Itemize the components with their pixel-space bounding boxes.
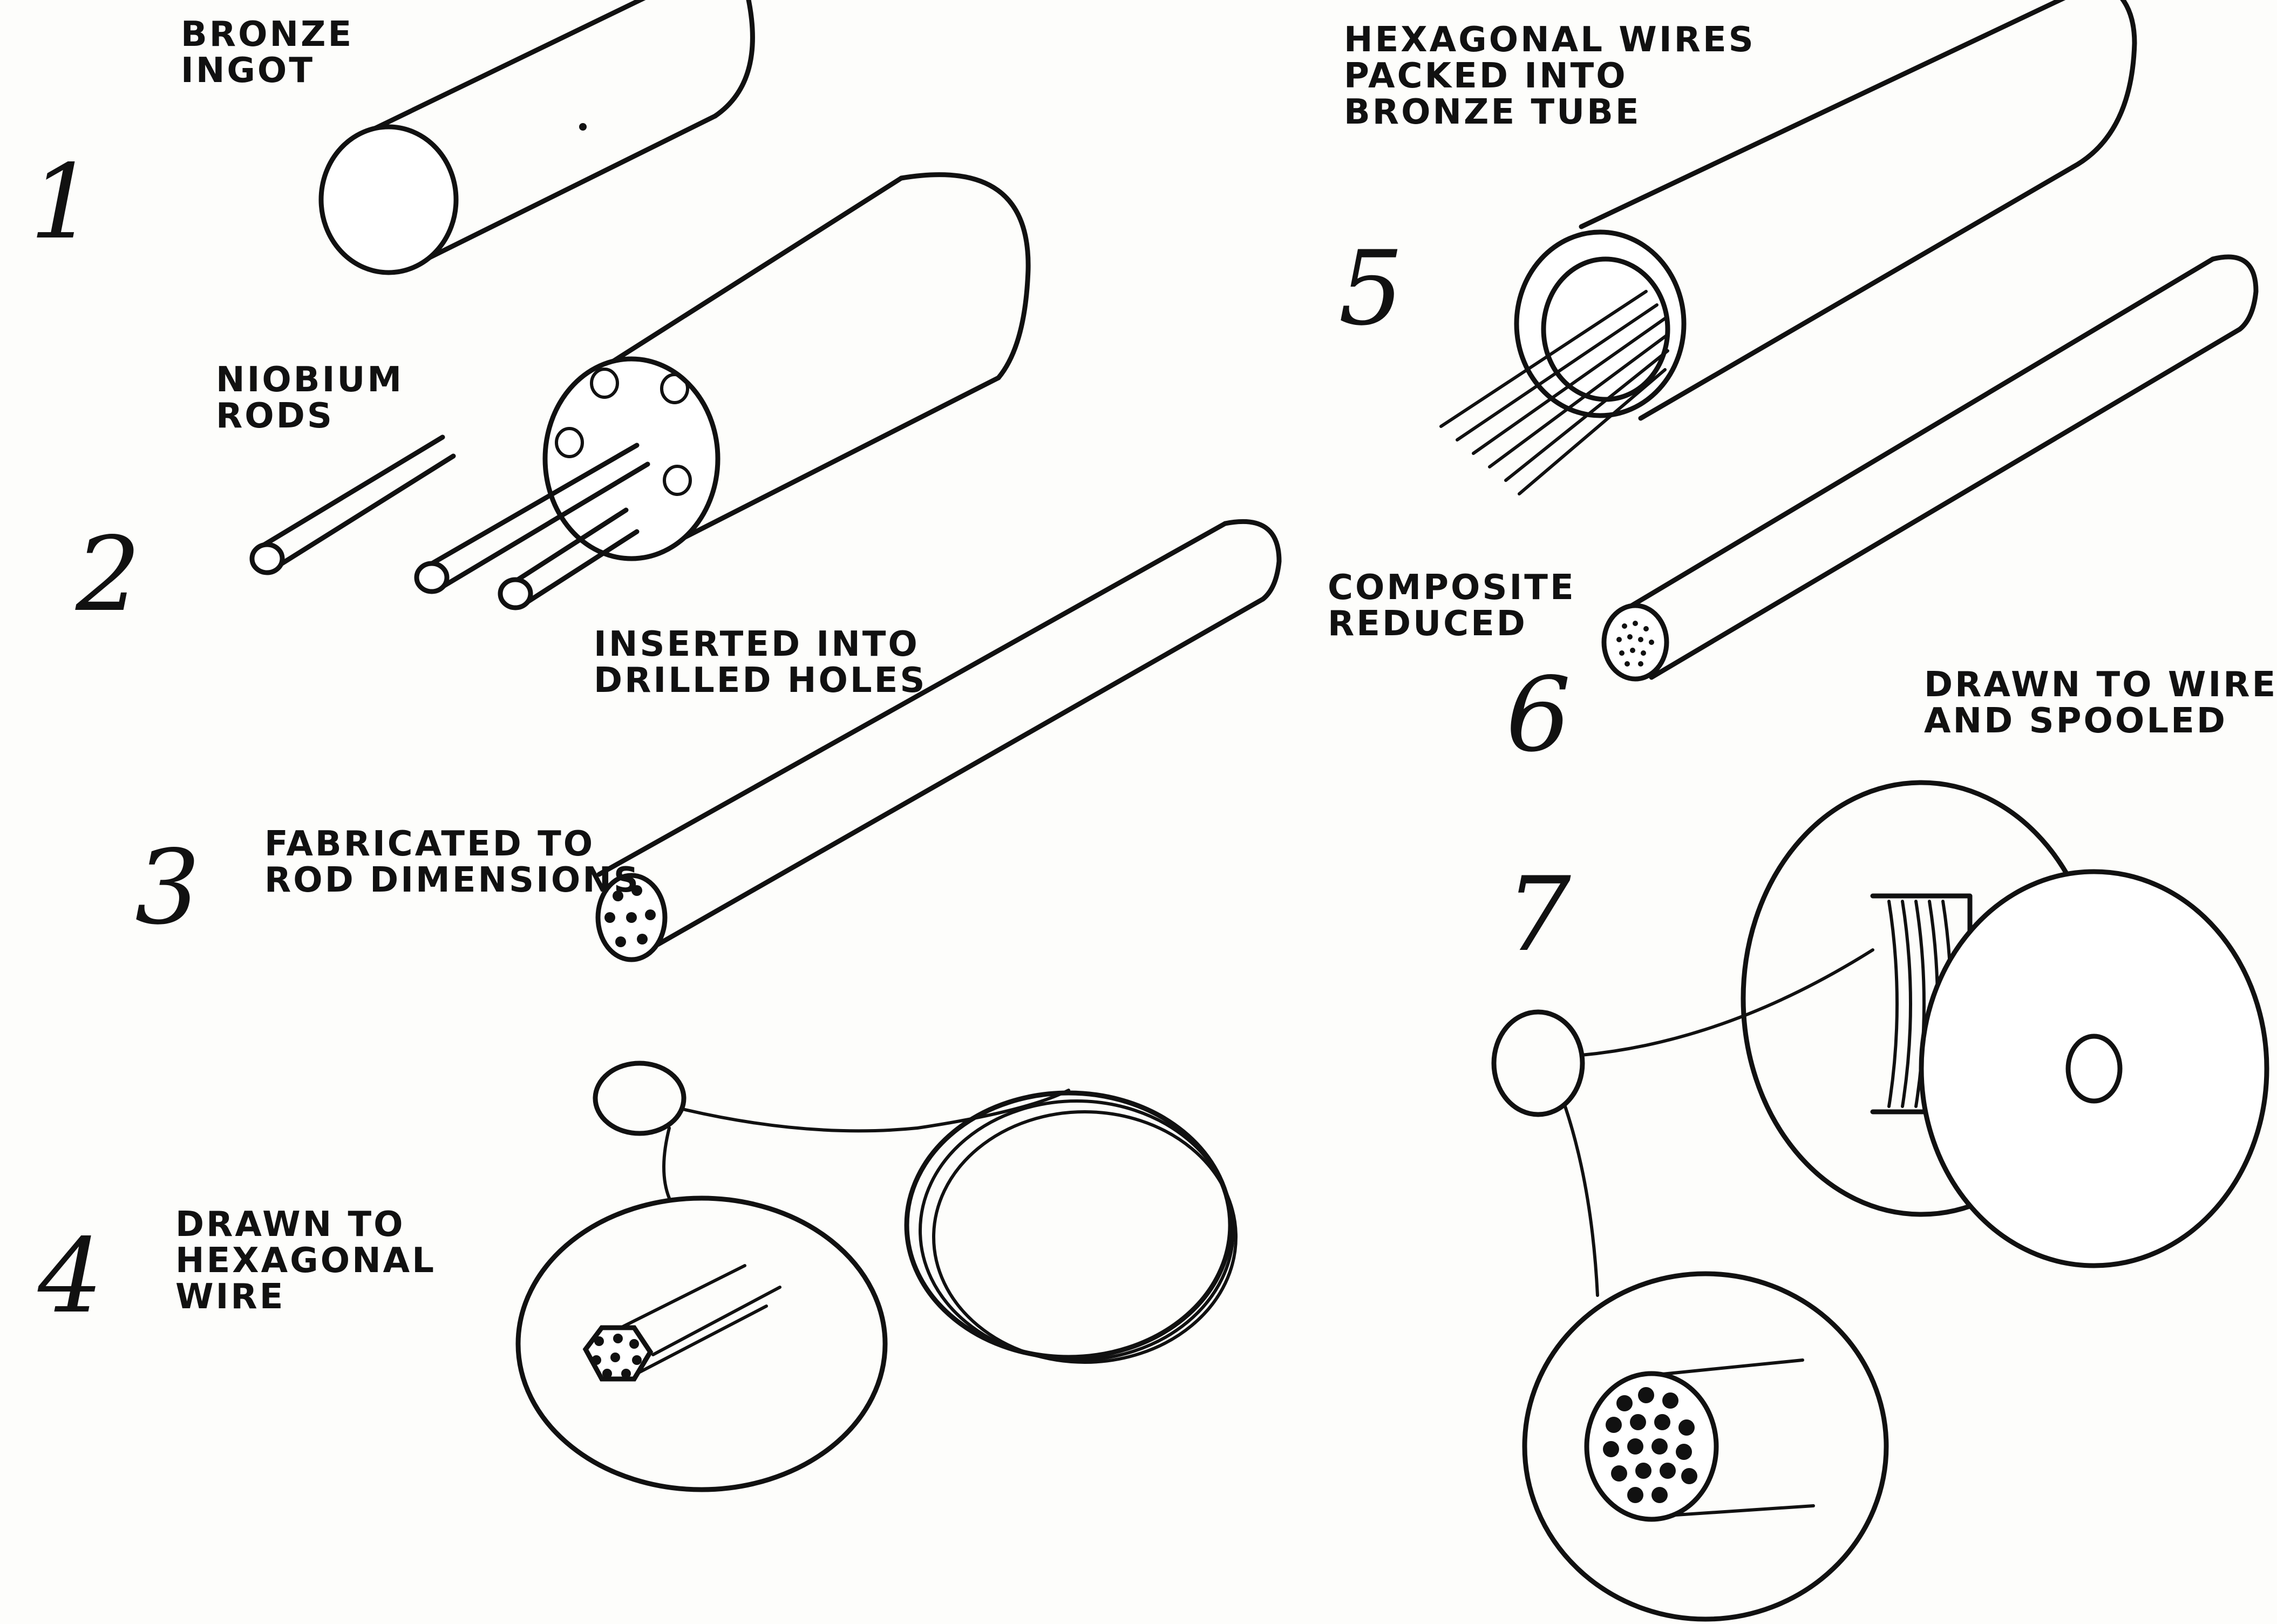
label-composite-1: COMPOSITE: [1328, 568, 1576, 608]
niobium-rods-drawing: [249, 434, 650, 610]
bronze-tube-drawing: [1439, 0, 2137, 495]
label-drawn-hex-2: HEXAGONAL: [175, 1241, 436, 1281]
label-inserted-1: INSERTED INTO: [594, 624, 920, 664]
label-hex-packed-2: PACKED INTO: [1344, 56, 1628, 96]
label-drawn-hex-1: DRAWN TO: [175, 1205, 405, 1245]
step-number-1: 1: [30, 142, 95, 262]
composite-rod-drawing: [1601, 254, 2259, 682]
drilled-billet-drawing: [542, 172, 1031, 561]
step-number-6: 6: [1506, 655, 1571, 774]
label-drawn-hex-3: WIRE: [175, 1277, 285, 1317]
label-niobium-rods-1: NIOBIUM: [216, 360, 404, 400]
label-composite-2: REDUCED: [1328, 604, 1527, 644]
label-hex-packed-3: BRONZE TUBE: [1344, 92, 1641, 132]
label-fabricated-1: FABRICATED TO: [264, 824, 595, 864]
label-bronze-ingot-2: INGOT: [181, 51, 315, 91]
step-number-5: 5: [1338, 229, 1404, 348]
spool-drawing: [1741, 780, 2269, 1268]
label-hex-packed-1: HEXAGONAL WIRES: [1344, 20, 1756, 60]
label-inserted-2: DRILLED HOLES: [594, 661, 927, 701]
label-fabricated-2: ROD DIMENSIONS: [264, 860, 641, 900]
label-bronze-ingot-1: BRONZE: [181, 15, 354, 55]
step-number-3: 3: [135, 828, 200, 947]
wire-cross-section-callout: [1491, 948, 1889, 1622]
label-niobium-rods-2: RODS: [216, 396, 334, 436]
label-drawn-wire-2: AND SPOOLED: [1924, 701, 2227, 741]
step-number-2: 2: [75, 515, 141, 634]
step-number-7: 7: [1506, 855, 1571, 974]
fabricated-rod-drawing: [595, 519, 1282, 962]
label-drawn-wire-1: DRAWN TO WIRE: [1924, 665, 2277, 705]
bronze-ingot-drawing: [318, 0, 755, 275]
hex-wire-coil-drawing: [515, 1061, 1238, 1492]
step-number-4: 4: [37, 1217, 103, 1336]
